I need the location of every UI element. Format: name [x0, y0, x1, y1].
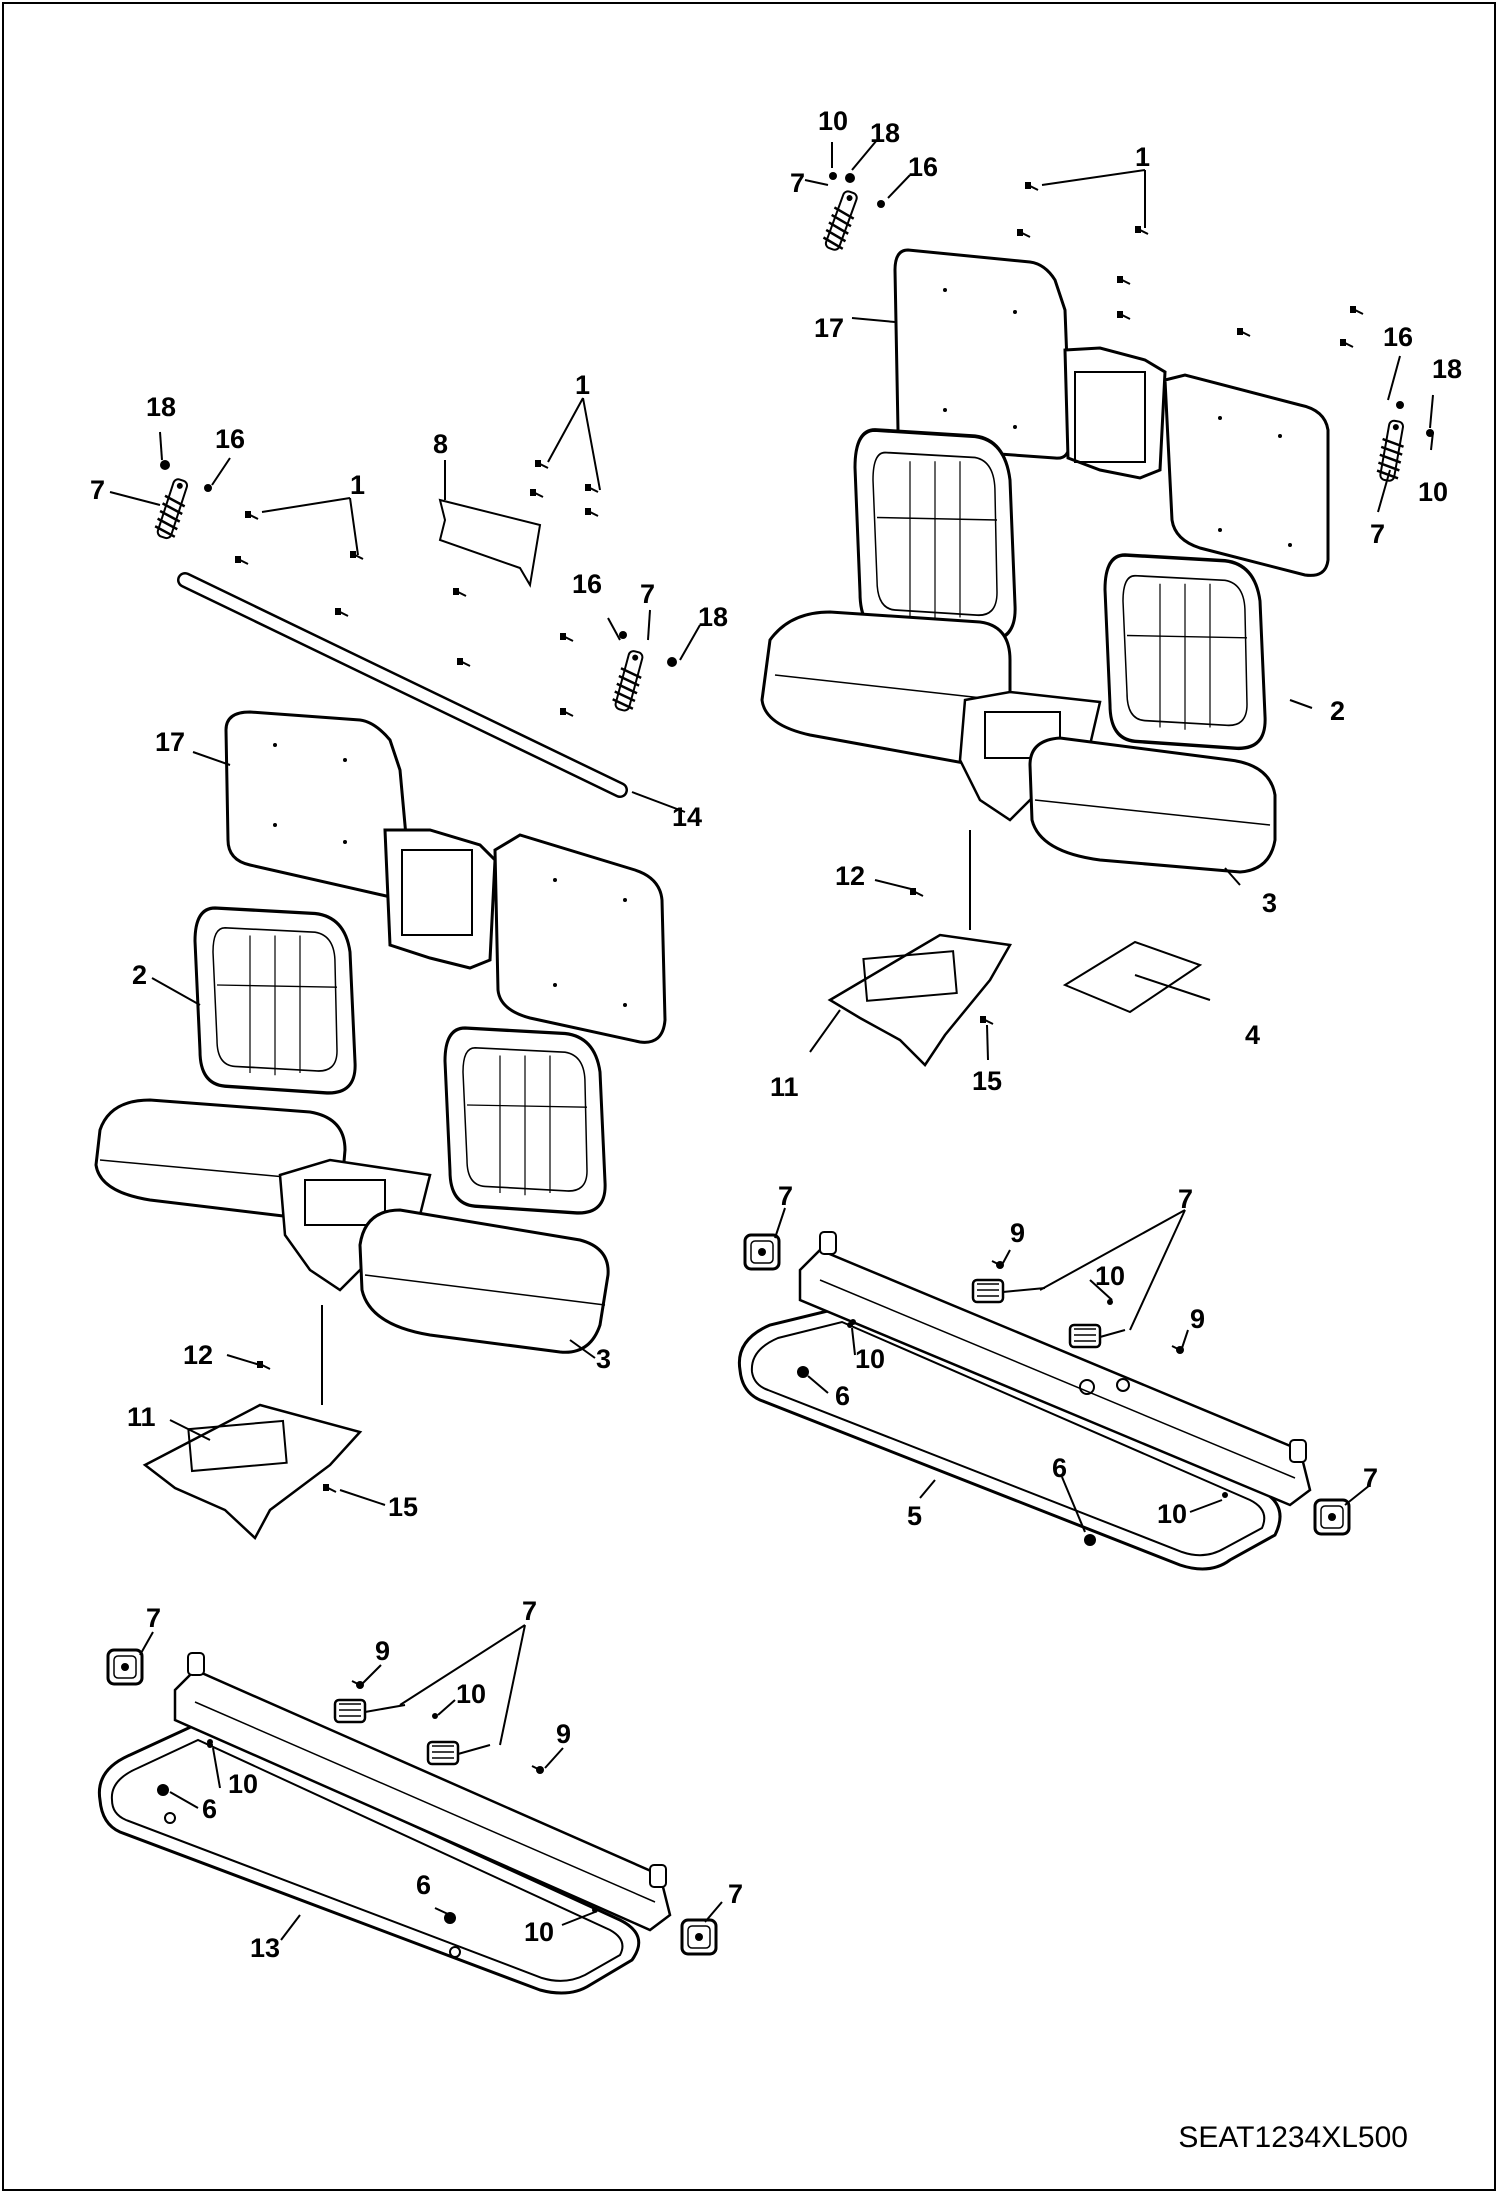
callout-m7c: 7 — [1363, 1463, 1378, 1493]
callout-b10b: 10 — [228, 1769, 258, 1799]
left-rod — [177, 572, 628, 798]
callout-r12: 12 — [835, 861, 865, 891]
callout-b7b: 7 — [522, 1596, 537, 1626]
callout-l18b: 18 — [698, 602, 728, 632]
right-fasteners — [829, 172, 1434, 1025]
callout-b6a: 6 — [202, 1794, 217, 1824]
callout-m9b: 9 — [1190, 1304, 1205, 1334]
leader-lines — [109, 139, 1434, 1941]
callout-m6a: 6 — [835, 1381, 850, 1411]
callout-m7b: 7 — [1178, 1184, 1193, 1214]
right-seat-pad — [1062, 940, 1203, 1014]
callout-r3: 3 — [1262, 888, 1277, 918]
callout-l15: 15 — [388, 1492, 418, 1522]
callout-r2: 2 — [1330, 696, 1345, 726]
drawing-code: SEAT1234XL500 — [1178, 2121, 1408, 2154]
callout-m7a: 7 — [778, 1181, 793, 1211]
right-seat-base — [760, 610, 1277, 874]
callout-m9a: 9 — [1010, 1218, 1025, 1248]
callout-r16b: 16 — [1383, 322, 1413, 352]
callout-b6b: 6 — [416, 1870, 431, 1900]
callout-b9a: 9 — [375, 1636, 390, 1666]
left-seat-bracket — [142, 1305, 363, 1541]
callout-l14: 14 — [672, 802, 702, 832]
callout-r17: 17 — [814, 313, 844, 343]
right-seatback-panel — [893, 248, 1330, 577]
callout-m10b: 10 — [855, 1344, 885, 1374]
bottom-frame — [97, 1652, 672, 1995]
callout-l16b: 16 — [572, 569, 602, 599]
callout-r11: 11 — [770, 1072, 799, 1102]
callout-l1a: 1 — [350, 470, 365, 500]
callouts: 1 10 18 7 16 17 16 18 10 7 2 3 12 4 11 1… — [90, 106, 1462, 1963]
left-seat-base — [94, 1098, 610, 1354]
callout-r7a: 7 — [790, 168, 805, 198]
callout-l7b: 7 — [640, 579, 655, 609]
callout-l2: 2 — [132, 960, 147, 990]
callout-l11: 11 — [127, 1402, 156, 1432]
callout-r1: 1 — [1135, 142, 1150, 172]
callout-b7a: 7 — [146, 1603, 161, 1633]
middle-frame — [737, 1231, 1312, 1571]
callout-l16a: 16 — [215, 424, 245, 454]
left-seat-cushion-right — [443, 1026, 607, 1215]
callout-r15: 15 — [972, 1066, 1002, 1096]
callout-b7c: 7 — [728, 1879, 743, 1909]
callout-r18a: 18 — [870, 118, 900, 148]
callout-r7b: 7 — [1370, 519, 1385, 549]
left-cover-plate — [438, 498, 542, 588]
right-seat-bracket — [827, 830, 1012, 1067]
bottom-buckles — [207, 1680, 545, 1775]
callout-l17: 17 — [155, 727, 185, 757]
callout-r18b: 18 — [1432, 354, 1462, 384]
left-seat-cushion-left — [193, 906, 357, 1095]
callout-m10a: 10 — [1095, 1261, 1125, 1291]
callout-b13: 13 — [250, 1933, 280, 1963]
callout-m10c: 10 — [1157, 1499, 1187, 1529]
callout-r4: 4 — [1245, 1020, 1260, 1050]
callout-b9b: 9 — [556, 1719, 571, 1749]
callout-m5: 5 — [907, 1501, 922, 1531]
callout-l3: 3 — [596, 1344, 611, 1374]
callout-l8: 8 — [433, 429, 448, 459]
callout-l18a: 18 — [146, 392, 176, 422]
callout-m6b: 6 — [1052, 1453, 1067, 1483]
callout-b10c: 10 — [524, 1917, 554, 1947]
callout-r16a: 16 — [908, 152, 938, 182]
callout-r10a: 10 — [818, 106, 848, 136]
right-seat-cushion-upper-left — [853, 428, 1017, 643]
callout-l7a: 7 — [90, 475, 105, 505]
callout-b10a: 10 — [456, 1679, 486, 1709]
callout-r10b: 10 — [1418, 477, 1448, 507]
right-seat-cushion-upper-right — [1103, 553, 1267, 751]
callout-l1b: 1 — [575, 370, 590, 400]
left-seatback-panel — [224, 710, 667, 1044]
callout-l12: 12 — [183, 1340, 213, 1370]
left-fasteners — [160, 459, 677, 1493]
